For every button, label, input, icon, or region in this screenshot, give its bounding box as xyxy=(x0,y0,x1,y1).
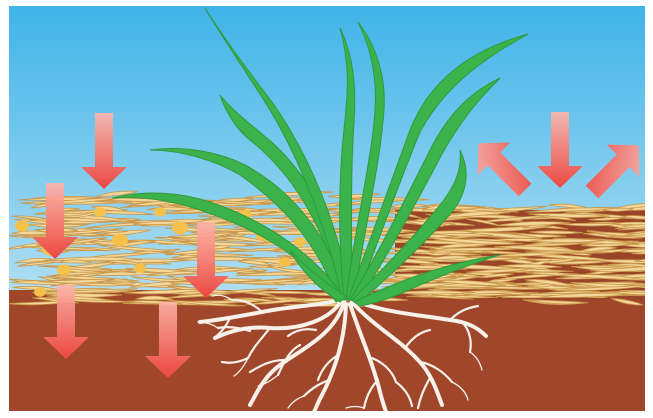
droplet xyxy=(154,207,166,217)
droplet xyxy=(112,234,128,247)
droplet xyxy=(34,287,46,297)
droplet xyxy=(279,257,291,267)
droplet xyxy=(294,237,306,247)
droplet xyxy=(94,207,106,217)
droplet xyxy=(15,220,29,231)
droplet xyxy=(172,222,188,235)
droplet xyxy=(57,264,71,275)
straw-strand xyxy=(647,282,653,286)
droplet xyxy=(134,263,146,273)
straw-strand xyxy=(648,268,653,272)
soil xyxy=(8,290,646,412)
